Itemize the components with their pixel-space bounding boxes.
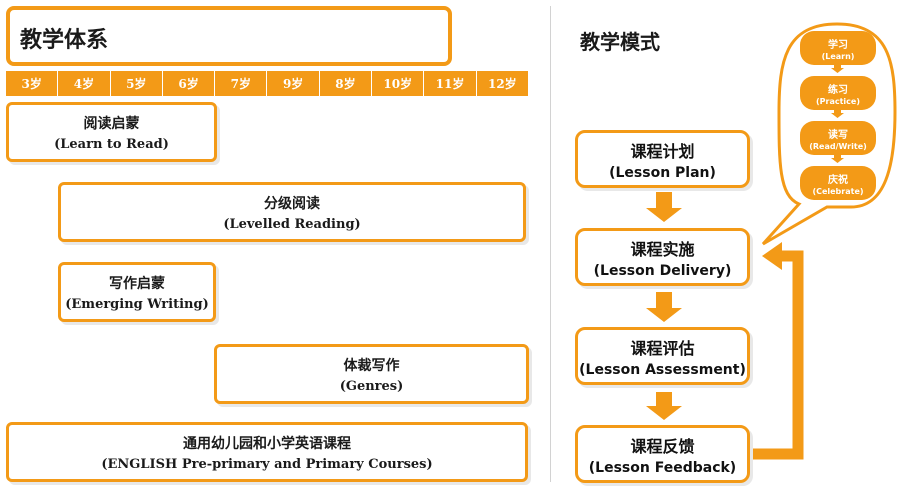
step-label-en: (Lesson Delivery) [593, 262, 732, 279]
age-cell: 9岁 [267, 71, 320, 96]
bubble-celebrate: 庆祝 (Celebrate) [800, 166, 876, 200]
course-name: 通用幼儿园和小学英语课程 [183, 435, 351, 452]
course-learn-to-read: 阅读启蒙 (Learn to Read) [6, 102, 217, 162]
step-label: 课程评估 [630, 338, 695, 358]
down-arrow-icon [646, 192, 682, 222]
bubble-label-en: (Read/Write) [809, 141, 867, 151]
age-cell: 5岁 [111, 71, 163, 96]
down-arrow-icon [646, 392, 682, 420]
bubble-arrows [831, 63, 844, 163]
system-title: 教学体系 [20, 27, 109, 53]
step-label-en: (Lesson Feedback) [588, 459, 737, 476]
step-lesson-plan: 课程计划 (Lesson Plan) [575, 130, 750, 188]
age-cell: 6岁 [163, 71, 216, 96]
step-label: 课程反馈 [630, 436, 695, 456]
bubble-label: 读写 [828, 129, 848, 141]
age-cell: 8岁 [320, 71, 373, 96]
bubble-label: 学习 [828, 39, 848, 51]
course-emerging-writing: 写作启蒙 (Emerging Writing) [58, 262, 216, 322]
age-cell: 4岁 [58, 71, 111, 96]
step-label-en: (Lesson Assessment) [579, 361, 746, 378]
course-name-en: (ENGLISH Pre-primary and Primary Courses… [101, 456, 433, 472]
course-genres: 体裁写作 (Genres) [214, 344, 529, 404]
step-label-en: (Lesson Plan) [609, 164, 716, 181]
bubble-label: 练习 [828, 84, 848, 96]
loop-arrow-head-icon [762, 242, 782, 270]
age-cell: 11岁 [424, 71, 477, 96]
bubble-label-en: (Celebrate) [812, 186, 864, 196]
bubble-learn: 学习 (Learn) [800, 31, 876, 65]
step-lesson-delivery: 课程实施 (Lesson Delivery) [575, 228, 750, 286]
course-name-en: (Learn to Read) [54, 136, 169, 152]
system-title-box [6, 6, 452, 66]
mode-title: 教学模式 [580, 30, 660, 54]
course-name-en: (Emerging Writing) [65, 296, 209, 312]
step-lesson-feedback: 课程反馈 (Lesson Feedback) [575, 425, 750, 483]
course-name: 阅读启蒙 [83, 115, 140, 132]
flow-arrows [646, 192, 804, 460]
course-name-en: (Levelled Reading) [223, 216, 361, 232]
age-cell: 7岁 [215, 71, 268, 96]
bubble-read-write: 读写 (Read/Write) [800, 121, 876, 155]
bubble-label-en: (Learn) [821, 51, 855, 61]
bubble-label-en: (Practice) [816, 96, 860, 106]
section-divider [550, 6, 551, 482]
course-name: 体裁写作 [343, 357, 400, 374]
step-label: 课程实施 [630, 239, 695, 259]
course-levelled-reading: 分级阅读 (Levelled Reading) [58, 182, 526, 242]
down-arrow-icon [646, 292, 682, 322]
age-cell: 10岁 [372, 71, 425, 96]
bubble-practice: 练习 (Practice) [800, 76, 876, 110]
age-bar: 3岁 4岁 5岁 6岁 7岁 9岁 8岁 10岁 11岁 12岁 [6, 71, 528, 96]
course-name: 分级阅读 [264, 195, 320, 212]
course-general-english: 通用幼儿园和小学英语课程 (ENGLISH Pre-primary and Pr… [6, 422, 528, 482]
bubble-label: 庆祝 [828, 174, 848, 186]
course-name-en: (Genres) [339, 378, 404, 394]
step-lesson-assessment: 课程评估 (Lesson Assessment) [575, 327, 750, 385]
age-cell: 3岁 [6, 71, 59, 96]
course-name: 写作启蒙 [109, 275, 165, 292]
age-cell: 12岁 [487, 77, 517, 91]
step-label: 课程计划 [630, 141, 695, 161]
